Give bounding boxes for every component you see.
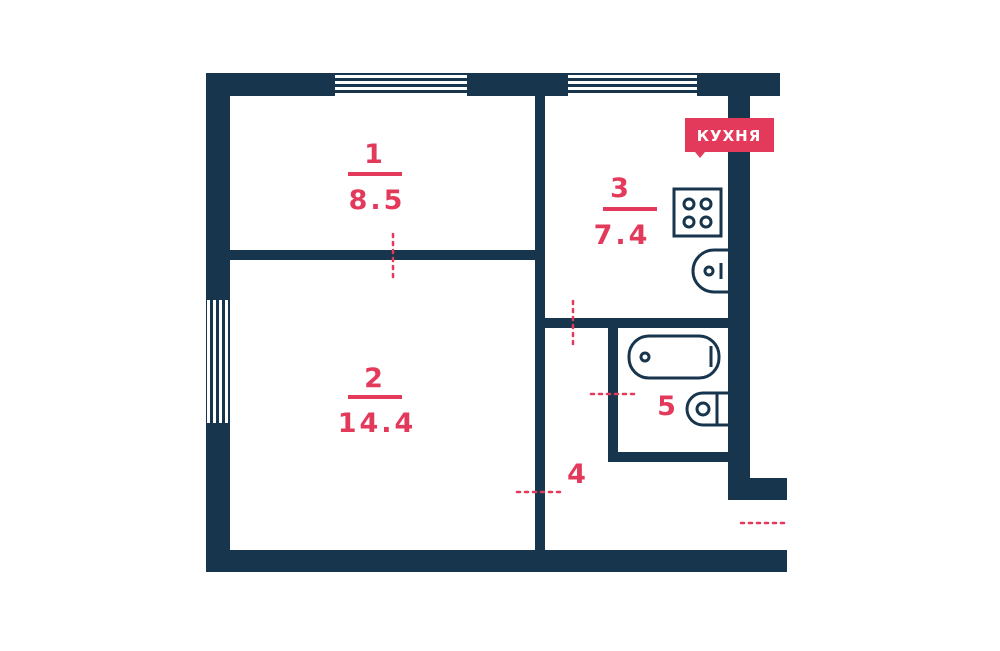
window-left	[207, 300, 228, 423]
interior-wall-kitchen-hall	[545, 318, 728, 328]
room-1-label: 1 8.5	[348, 139, 406, 216]
toilet-icon	[685, 391, 728, 427]
right-wall-step	[728, 478, 787, 500]
room-number: 2	[364, 363, 386, 394]
room-area: 7.4	[594, 220, 651, 251]
room-number: 3	[610, 173, 632, 204]
room-area: 14.4	[338, 408, 417, 439]
room-2-label: 2 14.4	[338, 363, 417, 439]
room-4-label: 4	[567, 459, 589, 490]
window-top-left	[335, 75, 467, 96]
bathroom-wall-bottom	[608, 452, 728, 462]
room-area: 8.5	[349, 185, 406, 216]
room-5-label: 5	[657, 391, 679, 422]
window-top-right	[568, 75, 697, 96]
stove-icon	[672, 187, 723, 238]
bathroom-wall-left	[608, 328, 618, 462]
right-wall	[728, 96, 750, 500]
room-number: 1	[364, 139, 386, 170]
bottom-wall	[206, 550, 787, 572]
interior-wall-vertical	[535, 96, 545, 550]
interior-wall-room1-room2	[230, 250, 535, 260]
top-wall	[206, 73, 780, 96]
bathtub-icon	[627, 334, 721, 380]
kitchen-label-text: КУХНЯ	[697, 127, 762, 145]
kitchen-label: КУХНЯ	[685, 118, 774, 158]
sink-icon	[691, 248, 728, 294]
room-3-label: 3 7.4	[594, 173, 657, 251]
